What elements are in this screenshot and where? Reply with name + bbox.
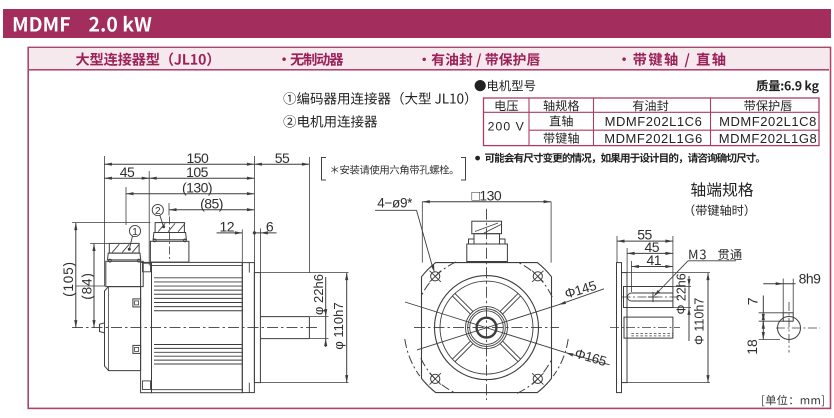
svg-text:41: 41 (647, 252, 662, 268)
svg-text:(105): (105) (61, 261, 76, 297)
svg-text:105: 105 (186, 164, 208, 180)
svg-text:7: 7 (744, 297, 760, 305)
svg-text:MDMF202L1C8: MDMF202L1C8 (719, 114, 817, 129)
svg-text:(130): (130) (182, 179, 212, 195)
svg-text:φ 110h7: φ 110h7 (331, 302, 346, 349)
svg-text:MDMF202L1G6: MDMF202L1G6 (604, 131, 703, 146)
svg-text:φ 22h6: φ 22h6 (311, 274, 326, 315)
svg-text:(85): (85) (200, 195, 223, 211)
svg-text:(84): (84) (80, 272, 95, 299)
svg-text:150: 150 (187, 150, 209, 166)
svg-text:Φ 110h7: Φ 110h7 (693, 298, 707, 345)
svg-text:55: 55 (637, 227, 652, 243)
svg-text:Φ 22h6: Φ 22h6 (675, 273, 689, 314)
svg-text:2: 2 (155, 206, 161, 217)
svg-text:1: 1 (132, 227, 138, 238)
svg-text:□130: □130 (471, 188, 501, 204)
svg-text:55: 55 (275, 150, 290, 166)
svg-text:MDMF202L1C6: MDMF202L1C6 (605, 114, 703, 129)
svg-text:6: 6 (266, 219, 274, 235)
svg-text:200 V: 200 V (488, 119, 525, 133)
svg-text:12: 12 (220, 219, 235, 235)
svg-text:45: 45 (645, 239, 660, 255)
svg-text:45: 45 (120, 164, 135, 180)
svg-text:MDMF202L1G8: MDMF202L1G8 (719, 131, 818, 146)
svg-text:4−ø9*: 4−ø9* (377, 195, 413, 210)
svg-text:18: 18 (744, 339, 760, 355)
svg-text:8h9: 8h9 (799, 270, 821, 286)
